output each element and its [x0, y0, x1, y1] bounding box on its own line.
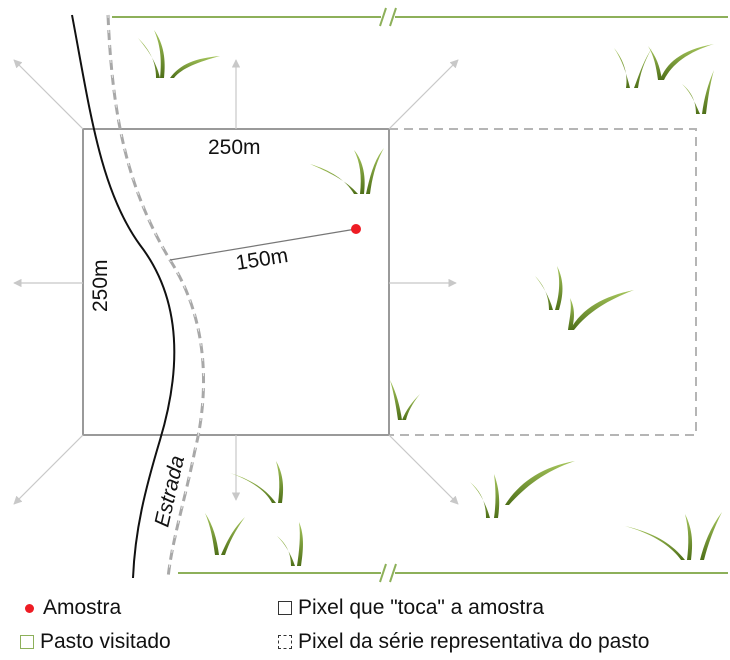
grass-icon: [277, 522, 303, 566]
grass-icon: [390, 380, 420, 420]
pasture-boundary: [112, 7, 728, 583]
grass-icon: [505, 461, 575, 505]
green-square-icon: [20, 635, 34, 650]
fence: [106, 14, 205, 579]
legend-pasture-visited: Pasto visitado: [20, 631, 171, 652]
legend-sample-label: Amostra: [43, 596, 122, 619]
arrow-down-right: [388, 434, 459, 505]
grass-icon: [470, 474, 500, 518]
sample-dot: [351, 224, 361, 234]
grass-icon: [310, 148, 384, 194]
solid-square-icon: [278, 601, 292, 616]
grass-icon: [682, 70, 714, 114]
arrow-up-left: [13, 59, 84, 130]
fence-line: [106, 14, 205, 579]
distance-line: [169, 228, 357, 261]
grass-icon: [568, 290, 634, 330]
legend-sample: Amostra: [22, 597, 121, 618]
grass-icon: [230, 461, 284, 503]
break-mark-top: [379, 7, 397, 27]
legend-pasture-visited-label: Pasto visitado: [40, 630, 171, 653]
distance-label: 150m: [234, 244, 289, 275]
break-mark-bottom: [379, 563, 397, 583]
direction-arrows: [13, 59, 459, 505]
grass-icon: [535, 266, 563, 310]
grass-icon: [614, 48, 652, 88]
grass-icon: [138, 30, 220, 78]
grass-icon: [625, 514, 693, 560]
legend-pixel-touches-label: Pixel que "toca" a amostra: [298, 596, 545, 619]
fence-line-inner: [107, 14, 204, 579]
dimension-top-label: 250m: [208, 136, 261, 159]
arrow-up-right: [388, 59, 459, 130]
legend-pixel-series: Pixel da série representativa do pasto: [278, 631, 649, 652]
dashed-pixel: [388, 128, 697, 436]
grass-icon: [700, 512, 722, 560]
grass-icon: [648, 44, 714, 80]
grass-icon: [205, 513, 245, 555]
legend-pixel-touches: Pixel que "toca" a amostra: [278, 597, 544, 618]
road-line: [71, 14, 176, 579]
grass-tufts: [138, 30, 722, 566]
arrow-down-left: [13, 434, 84, 505]
road-label: Estrada: [150, 453, 189, 529]
red-dot-icon: [25, 603, 34, 613]
dimension-left-label: 250m: [89, 259, 112, 312]
solid-pixel: [82, 128, 390, 436]
legend-pixel-series-label: Pixel da série representativa do pasto: [298, 630, 650, 653]
dashed-square-icon: [278, 635, 292, 650]
